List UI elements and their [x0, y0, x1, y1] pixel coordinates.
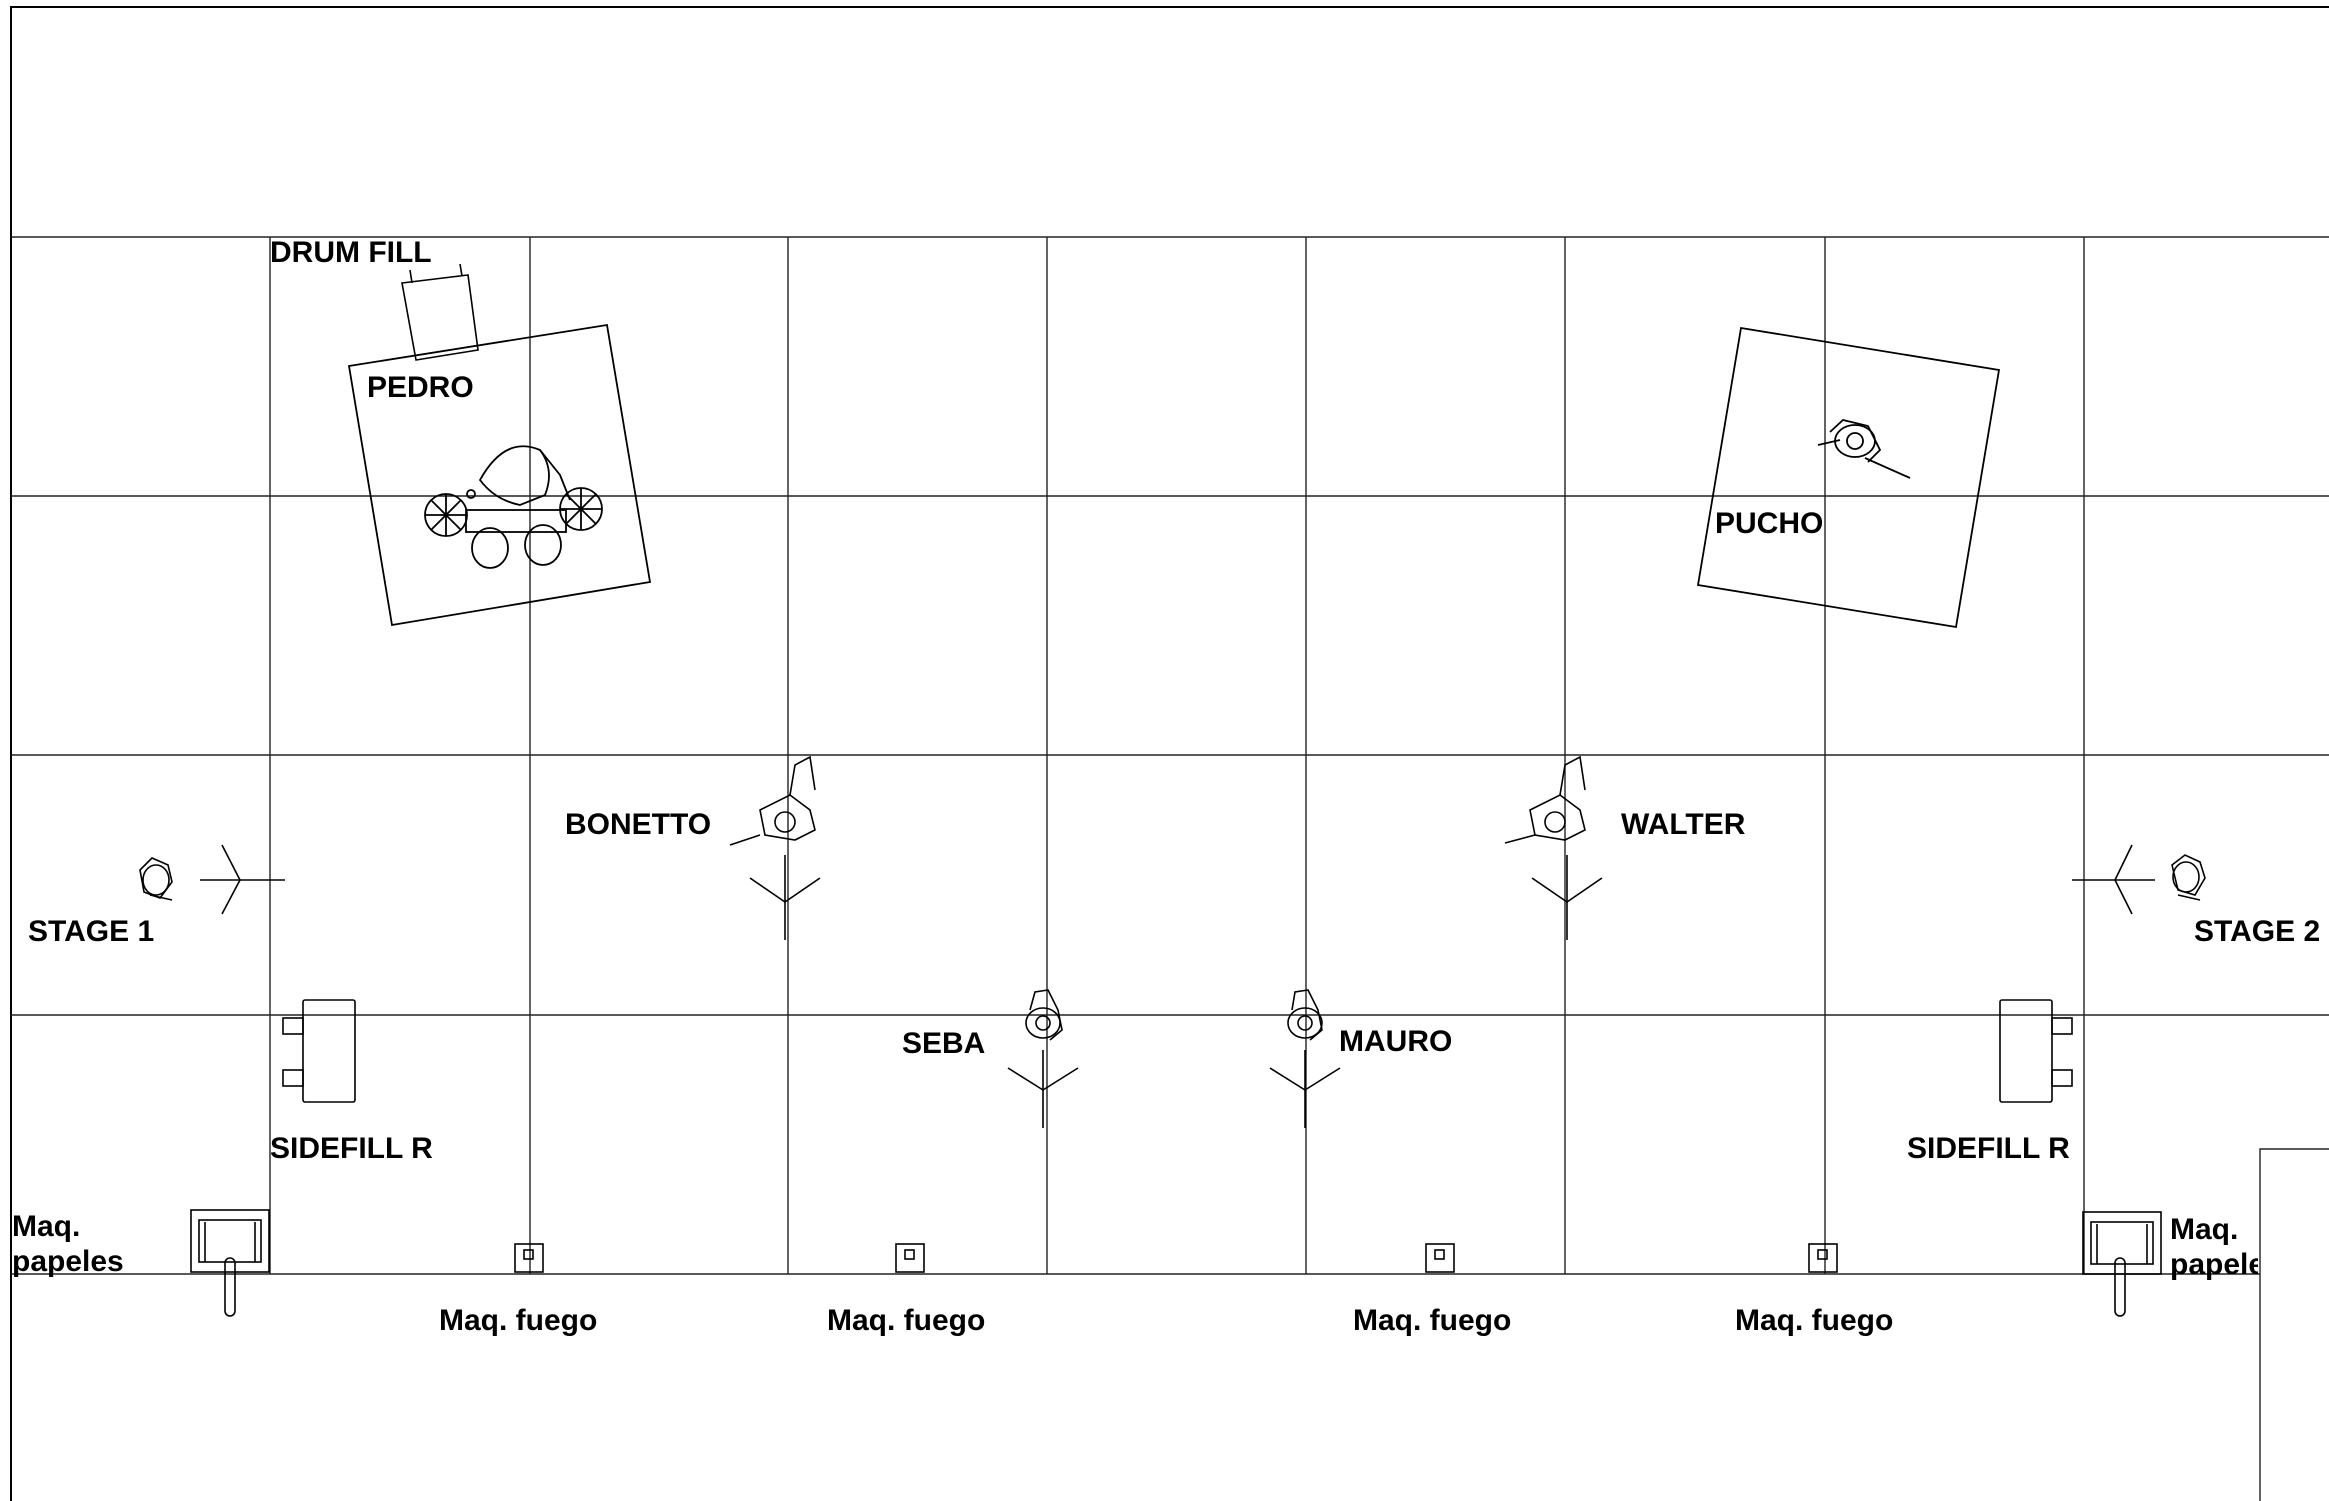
sidefill-right-speaker	[1999, 999, 2073, 1103]
drum-riser	[347, 323, 652, 627]
fire-machine-2-label: Maq. fuego	[827, 1304, 986, 1337]
plot-border	[10, 6, 2329, 1501]
stage-grid	[11, 236, 2329, 1501]
fire-machine-4-label: Maq. fuego	[1735, 1304, 1894, 1337]
seba-label: SEBA	[902, 1027, 986, 1060]
sidefill-left-label: SIDEFILL R	[270, 1132, 433, 1165]
stage1-performer	[139, 844, 285, 915]
stage2-performer	[2072, 844, 2206, 915]
confetti-machine-left-label: Maq. papeles	[12, 1210, 124, 1278]
confetti-machine-right	[2082, 1211, 2162, 1317]
walter-performer	[1504, 755, 1603, 940]
sidefill-left-speaker	[282, 999, 356, 1103]
seba-performer	[1007, 989, 1079, 1128]
drum-kit-icon	[424, 445, 603, 569]
fire-machine-3-label: Maq. fuego	[1353, 1304, 1512, 1337]
bonetto-label: BONETTO	[565, 808, 712, 841]
fire-machine-2	[895, 1243, 925, 1273]
confetti-machine-right-label: Maq. papeles	[2170, 1213, 2258, 1281]
fire-machine-4	[1808, 1243, 1838, 1273]
stage1-label: STAGE 1	[28, 915, 155, 948]
fire-machine-3	[1425, 1243, 1455, 1273]
mauro-label: MAURO	[1339, 1025, 1453, 1058]
guitarist-icon	[1817, 419, 1911, 479]
fire-machines	[514, 1243, 1838, 1273]
walter-label: WALTER	[1621, 808, 1746, 841]
fire-machine-1	[514, 1243, 544, 1273]
confetti-machine-left	[190, 1209, 270, 1317]
pucho-label: PUCHO	[1715, 507, 1824, 540]
drum-fill-monitor	[401, 263, 479, 361]
pedro-label: PEDRO	[367, 371, 474, 404]
fire-machine-1-label: Maq. fuego	[439, 1304, 598, 1337]
mauro-performer	[1269, 989, 1341, 1128]
pucho-riser	[1696, 326, 2001, 629]
bonetto-performer	[729, 755, 821, 940]
sidefill-right-label: SIDEFILL R	[1907, 1132, 2070, 1165]
drum-fill-label: DRUM FILL	[270, 236, 432, 269]
stage2-label: STAGE 2	[2194, 915, 2321, 948]
